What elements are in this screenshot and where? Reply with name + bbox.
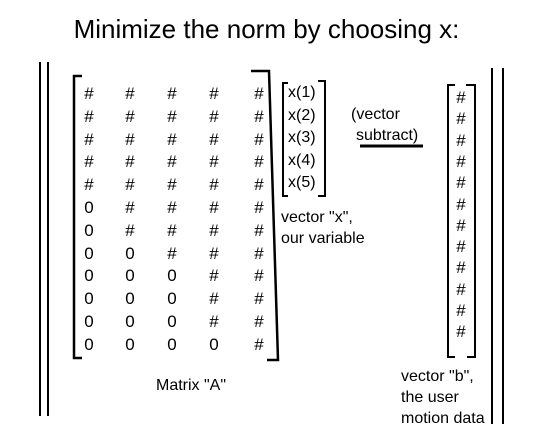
vector-b-entry: # <box>456 215 466 235</box>
matrix-a-cell: # <box>167 175 177 195</box>
vector-b-entry: # <box>456 151 466 171</box>
vector-b-entry: # <box>456 237 466 257</box>
matrix-a-right-bracket <box>251 69 280 362</box>
matrix-a-cell: # <box>167 198 177 217</box>
vector-x-label-line1: vector "x", <box>281 209 353 226</box>
matrix-a-cell: # <box>125 106 135 126</box>
matrix-a-cell: 0 <box>84 289 94 309</box>
operation-label-line1: (vector <box>351 106 400 123</box>
matrix-a-cell: 0 <box>125 289 135 309</box>
matrix-a-cell: 0 <box>125 243 135 263</box>
matrix-a-cell: # <box>125 129 135 149</box>
matrix-a-cell: # <box>209 289 219 309</box>
vector-x-entry: x(1) <box>288 84 316 101</box>
matrix-a-left-bracket <box>72 74 82 360</box>
operation-label-line2: subtract) <box>356 127 419 144</box>
matrix-a-cell: 0 <box>84 243 94 263</box>
matrix-a-cell: # <box>254 84 264 103</box>
diagram-title: Minimize the norm by choosing x: <box>73 14 460 44</box>
matrix-a-cell: 0 <box>84 334 94 354</box>
matrix-a-cell: # <box>84 152 94 172</box>
matrix-a-cell: 0 <box>125 312 135 331</box>
matrix-a-cell: 0 <box>84 266 94 286</box>
matrix-a-cell: # <box>84 84 94 103</box>
vector-x-left-bracket <box>282 82 288 197</box>
vector-b-entry: # <box>456 258 466 278</box>
matrix-a-cell: # <box>125 152 135 172</box>
matrix-a-cell: # <box>254 106 264 126</box>
matrix-a-cell: # <box>209 220 219 240</box>
vector-b-label-line3: motion data <box>401 410 485 427</box>
vector-x-entry: x(3) <box>288 129 316 146</box>
matrix-a-cell: # <box>254 289 264 309</box>
matrix-a-cell: # <box>254 198 264 217</box>
matrix-a-cell: 0 <box>167 334 177 354</box>
matrix-a-cell: 0 <box>125 334 135 354</box>
vector-b-entry: # <box>456 194 466 214</box>
matrix-a-cell: # <box>84 106 94 126</box>
vector-b-entry: # <box>456 173 466 193</box>
matrix-a-cell: # <box>209 106 219 126</box>
matrix-a-cell: 0 <box>167 289 177 309</box>
matrix-a-cell: # <box>209 175 219 195</box>
matrix-a-cell: # <box>167 243 177 263</box>
vector-b-entry: # <box>456 279 466 299</box>
matrix-a-cell: 0 <box>167 266 177 286</box>
matrix-a-cell: # <box>209 243 219 263</box>
matrix-a-cell: # <box>84 175 94 195</box>
matrix-a-cell: 0 <box>84 312 94 331</box>
matrix-a-cell: # <box>167 152 177 172</box>
vector-x-entry: x(2) <box>288 106 316 124</box>
matrix-a-cell: # <box>209 266 219 286</box>
matrix-a-cell: 0 <box>125 266 135 286</box>
vector-b-label-line2: the user <box>401 389 459 406</box>
vector-b-left-bracket <box>447 84 455 358</box>
matrix-a-cell: # <box>167 84 177 103</box>
vector-b-entry: # <box>456 301 466 320</box>
matrix-a-cell: 0 <box>209 334 219 354</box>
matrix-a-cell: # <box>125 220 135 240</box>
matrix-a-cell: # <box>254 175 264 195</box>
matrix-a-cell: # <box>209 129 219 149</box>
vector-b-entry: # <box>456 88 466 107</box>
matrix-a-cell: # <box>125 84 135 103</box>
vector-b-entry: # <box>456 130 466 150</box>
matrix-a-cell: # <box>167 129 177 149</box>
matrix-a-cell: # <box>167 220 177 240</box>
matrix-a-cell: # <box>84 129 94 149</box>
matrix-a-cell: # <box>125 198 135 217</box>
matrix-a-cell: # <box>209 198 219 217</box>
vector-x-entry: x(4) <box>288 151 316 169</box>
matrix-a-cell: # <box>125 175 135 195</box>
matrix-a-cell: # <box>209 84 219 103</box>
matrix-a-cell: 0 <box>84 220 94 240</box>
matrix-a-cell: 0 <box>167 312 177 331</box>
vector-x-entry: x(5) <box>288 174 316 191</box>
matrix-a-cell: # <box>254 220 264 240</box>
matrix-a-cell: 0 <box>84 198 94 217</box>
vector-x-label-line2: our variable <box>281 230 365 247</box>
matrix-a-label: Matrix "A" <box>156 377 227 394</box>
matrix-a-cell: # <box>254 312 264 331</box>
vector-b-right-bracket <box>466 84 476 358</box>
matrix-a-cell: # <box>209 312 219 331</box>
matrix-a-cell: # <box>254 152 264 172</box>
vector-b-label-line1: vector "b", <box>401 368 474 385</box>
matrix-a-cell: # <box>254 129 264 149</box>
matrix-a-cell: # <box>167 106 177 126</box>
vector-b-entry: # <box>456 109 466 129</box>
vector-b-entry: # <box>456 322 466 342</box>
matrix-a-cell: # <box>254 334 264 354</box>
matrix-a-cell: # <box>209 152 219 172</box>
matrix-a-cell: # <box>254 243 264 263</box>
vector-x-right-bracket <box>318 80 326 197</box>
matrix-a-cell: # <box>254 266 264 286</box>
